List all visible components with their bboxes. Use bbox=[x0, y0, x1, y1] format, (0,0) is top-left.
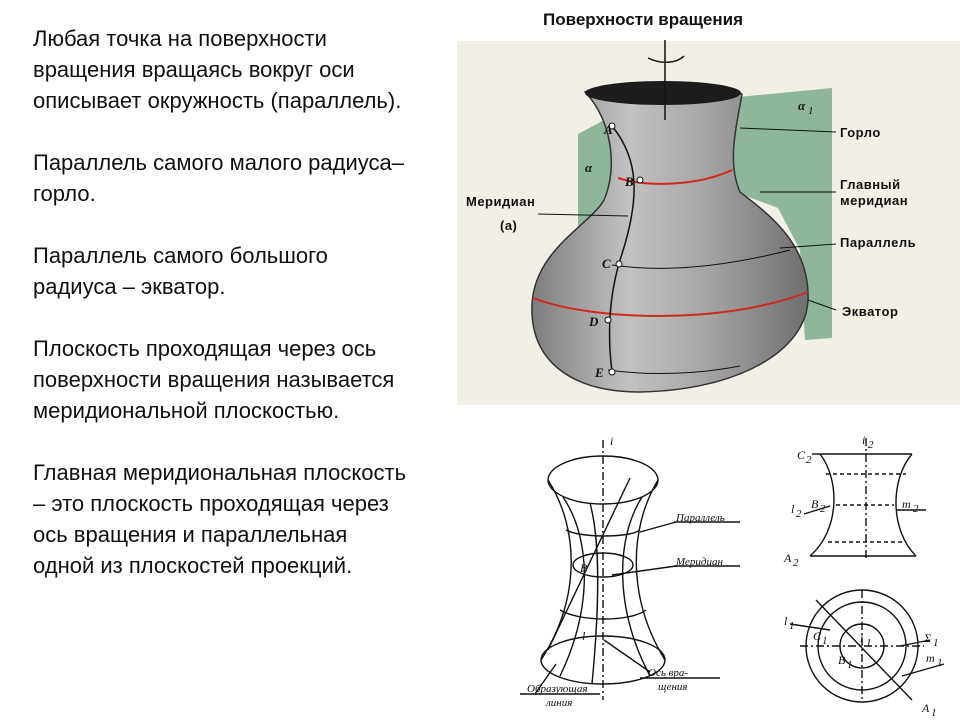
point-c-marker bbox=[615, 260, 623, 268]
label-m2-sub: 2 bbox=[913, 503, 919, 515]
point-c-label: C bbox=[602, 256, 611, 271]
label-i2: i bbox=[862, 433, 865, 447]
label-m2: m bbox=[902, 497, 911, 511]
label-point-l: l bbox=[582, 629, 586, 643]
paragraph-equator: Параллель самого большого радиуса – эква… bbox=[33, 243, 328, 299]
label-m1: m bbox=[926, 651, 935, 665]
generatrix-line bbox=[547, 477, 631, 651]
rotation-arrow bbox=[647, 55, 685, 63]
label-main-meridian-line2: меридиан bbox=[840, 193, 908, 208]
parallel-upper bbox=[565, 529, 641, 537]
label-axis-i: i bbox=[610, 434, 613, 448]
label-parallel: Параллель bbox=[840, 235, 916, 250]
parallel-throat-line bbox=[617, 169, 733, 185]
point-d-marker bbox=[604, 316, 612, 324]
right-profile bbox=[635, 479, 666, 661]
parallel-lower bbox=[559, 609, 647, 620]
label-l1-sub: 1 bbox=[789, 620, 795, 632]
paragraph-meridional-plane: Плоскость проходящая через ось поверхнос… bbox=[33, 336, 395, 423]
top-sigma-leader bbox=[899, 639, 931, 647]
label-c1-sub: 1 bbox=[822, 635, 828, 647]
label-main-meridian-line1: Главный bbox=[840, 177, 901, 192]
label-i2-sub: 2 bbox=[868, 439, 874, 451]
label-i1: i bbox=[860, 631, 863, 645]
meridian-curve-left bbox=[559, 496, 586, 677]
label-b1: B bbox=[838, 653, 846, 667]
label-a2: A bbox=[783, 551, 792, 565]
parallel-leader bbox=[779, 243, 837, 249]
label-meridian-h: Меридиан bbox=[675, 556, 723, 568]
point-a-marker bbox=[608, 122, 616, 130]
paragraph-parallel: Любая точка на поверхности вращения вращ… bbox=[33, 26, 402, 113]
text-column: Любая точка на поверхности вращения вращ… bbox=[33, 23, 503, 612]
point-e-marker bbox=[608, 368, 616, 376]
label-sigma1: Σ bbox=[923, 631, 931, 645]
axis-leader-h bbox=[603, 639, 651, 673]
label-c2-sub: 2 bbox=[806, 454, 812, 466]
label-b2-sub: 2 bbox=[820, 503, 826, 515]
label-sigma1-sub: 1 bbox=[933, 637, 939, 649]
vase-top-opening bbox=[585, 81, 741, 105]
point-b-marker bbox=[636, 176, 644, 184]
label-a1-sub: 1 bbox=[931, 707, 937, 719]
meridian-leader bbox=[537, 213, 629, 217]
label-l2: l bbox=[791, 502, 795, 516]
paragraph-main-meridional-plane: Главная меридиональная плоскость – это п… bbox=[33, 460, 407, 578]
meridian-leader-h bbox=[611, 565, 677, 576]
meridian-curve-right bbox=[622, 496, 651, 677]
label-a1: A bbox=[921, 701, 930, 715]
equator-leader bbox=[807, 299, 837, 311]
meridian-curve-front bbox=[589, 502, 599, 685]
vase-surface bbox=[531, 85, 809, 393]
label-alpha: α bbox=[585, 160, 593, 175]
front-left-profile bbox=[809, 453, 835, 557]
label-alpha1-sub: 1 bbox=[808, 105, 814, 117]
paragraph-throat: Параллель самого малого радиуса– горло. bbox=[33, 150, 404, 206]
label-alpha1: α bbox=[798, 98, 806, 113]
label-c1: C bbox=[813, 629, 822, 643]
top-m1-leader bbox=[901, 663, 945, 677]
label-i1-sub: 1 bbox=[866, 637, 872, 649]
label-b2: B bbox=[811, 497, 819, 511]
generatrix-leader bbox=[534, 663, 557, 695]
point-d-label: D bbox=[588, 314, 599, 329]
label-b1-sub: 1 bbox=[847, 659, 853, 671]
label-meridian: Меридиан bbox=[466, 194, 535, 209]
label-l1: l bbox=[784, 614, 788, 628]
label-axis-line1: Ось вра- bbox=[648, 667, 688, 679]
label-generatrix-line2: линия bbox=[545, 697, 572, 709]
label-equator: Экватор bbox=[842, 304, 898, 319]
top-l1-leader bbox=[789, 623, 831, 631]
point-e-label: E bbox=[594, 365, 604, 380]
meridian-curve bbox=[608, 125, 635, 373]
label-parallel-h: Параллель bbox=[675, 512, 725, 524]
slide-title: Поверхности вращения bbox=[543, 10, 744, 29]
front-l-leader bbox=[803, 505, 831, 515]
waist-ellipse bbox=[572, 552, 634, 578]
label-throat: Горло bbox=[840, 125, 881, 140]
label-generatrix-line1: Образующая bbox=[527, 683, 588, 695]
bottom-parallel-line bbox=[607, 365, 741, 374]
label-c2: C bbox=[797, 448, 806, 462]
point-a-label: A bbox=[603, 122, 613, 137]
parallel-leader-h bbox=[639, 521, 677, 533]
label-a2-sub: 2 bbox=[793, 557, 799, 569]
label-m1-sub: 1 bbox=[937, 657, 943, 669]
top-diagonal bbox=[815, 599, 913, 701]
parallel-line bbox=[611, 249, 791, 269]
throat-leader bbox=[739, 127, 837, 133]
point-b-label: B bbox=[624, 174, 634, 189]
label-axis-line2: щения bbox=[658, 681, 688, 693]
front-right-profile bbox=[895, 453, 917, 557]
equator-line bbox=[532, 291, 809, 317]
label-l2-sub: 2 bbox=[796, 508, 802, 520]
label-meridian-a: (a) bbox=[500, 218, 517, 233]
label-point-b: B bbox=[580, 561, 588, 575]
